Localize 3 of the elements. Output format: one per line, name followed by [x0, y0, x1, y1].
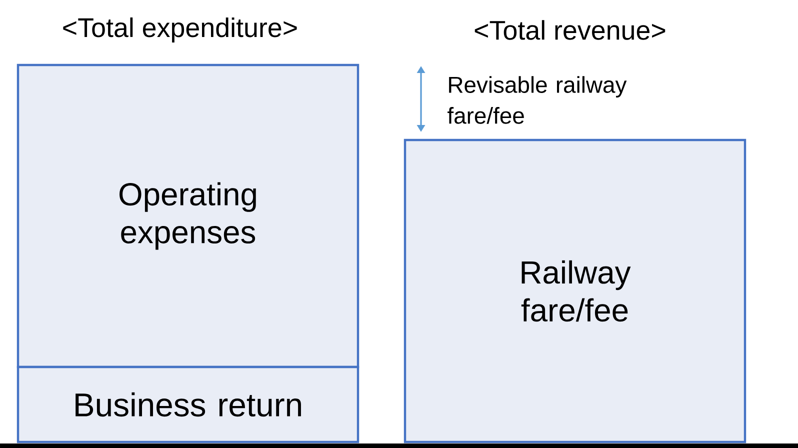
text-box: Business return [16, 366, 360, 444]
text-box: Railway fare/fee [404, 138, 746, 444]
heading: <Total revenue> [474, 20, 666, 40]
